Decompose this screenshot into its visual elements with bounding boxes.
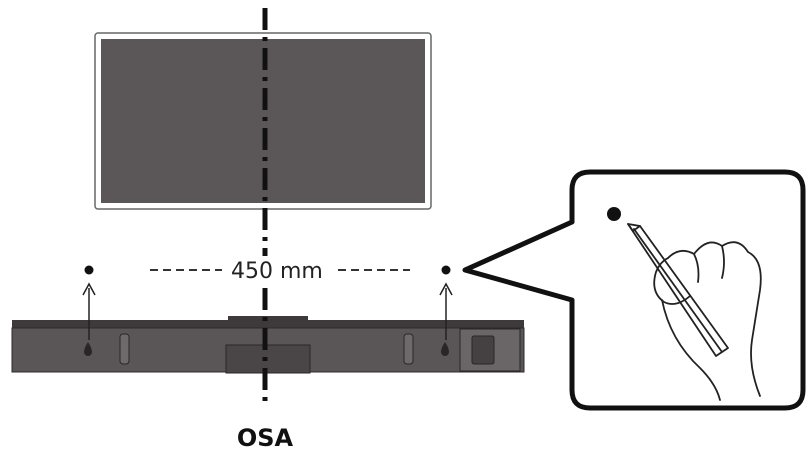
callout-marked-dot xyxy=(607,207,621,221)
distance-dimension: 450 mm xyxy=(150,256,410,284)
soundbar-bottom-stand xyxy=(225,344,311,374)
right-mount-dot xyxy=(441,265,451,275)
left-mount-dot xyxy=(84,265,94,275)
distance-label: 450 mm xyxy=(231,259,323,284)
right-arrow-head xyxy=(439,282,453,296)
soundbar-right-keyhole xyxy=(441,342,449,356)
pencil-tip xyxy=(627,223,641,232)
soundbar-left-keyhole xyxy=(84,342,92,356)
soundbar-left-slot xyxy=(119,333,130,365)
distance-label-bg xyxy=(226,256,338,284)
soundbar-top-edge xyxy=(12,320,524,329)
pencil-body xyxy=(627,223,729,357)
soundbar-top-bump xyxy=(228,316,308,322)
left-arrow-head xyxy=(82,282,96,296)
right-mount-marker xyxy=(439,265,453,340)
hand-wrist xyxy=(661,299,721,401)
soundbar-right-slot xyxy=(403,333,414,365)
axis-label: OSA xyxy=(237,424,294,452)
callout-outline xyxy=(462,169,806,411)
hand-fingers xyxy=(653,245,725,305)
left-mount-marker xyxy=(82,265,96,340)
hand-outline xyxy=(667,241,762,397)
hand-marking-with-pencil-icon xyxy=(627,223,762,401)
pencil-edge xyxy=(633,228,723,353)
soundbar xyxy=(11,316,525,374)
callout-bubble xyxy=(462,169,806,411)
soundbar-side-button xyxy=(471,335,495,365)
